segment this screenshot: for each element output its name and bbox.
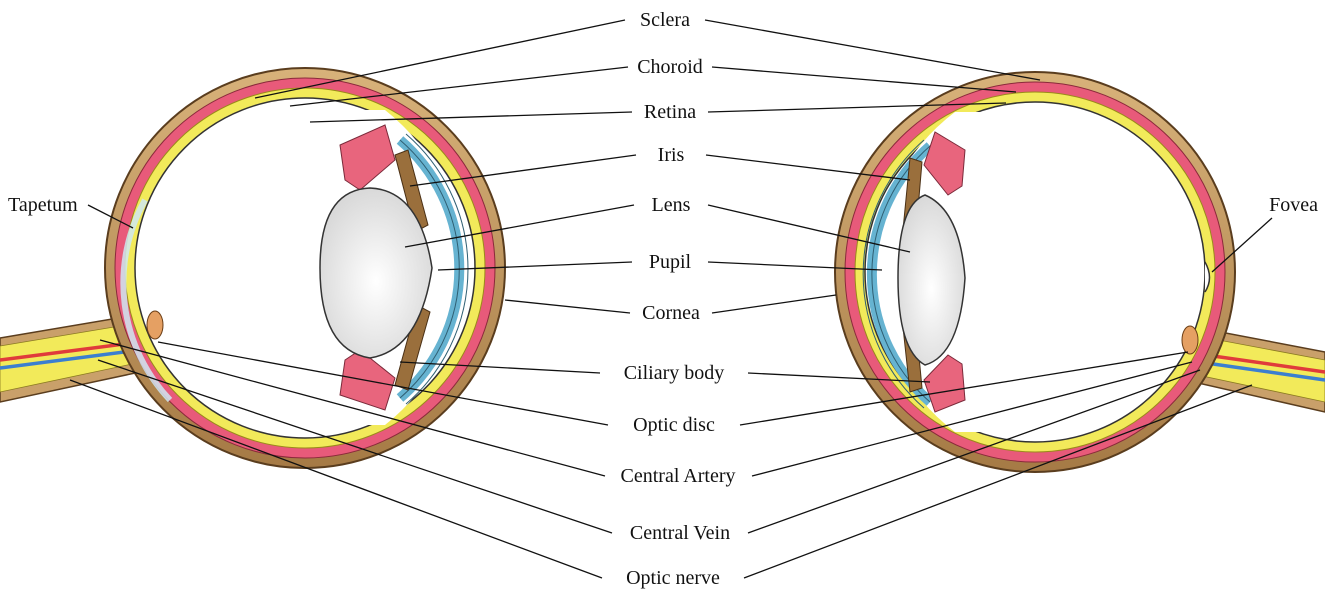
label-tapetum: Tapetum: [8, 194, 78, 216]
label-optic-disc: Optic disc: [633, 414, 715, 436]
label-fovea: Fovea: [1269, 194, 1318, 216]
label-optic-nerve: Optic nerve: [626, 567, 720, 589]
right-optic-disc: [1182, 326, 1198, 354]
label-cornea: Cornea: [642, 302, 700, 324]
label-central-vein: Central Vein: [630, 522, 730, 544]
left-optic-disc: [147, 311, 163, 339]
label-sclera: Sclera: [640, 9, 690, 31]
left-eye: [0, 68, 505, 468]
label-retina: Retina: [644, 101, 696, 123]
label-lens: Lens: [652, 194, 691, 216]
right-eye: [835, 72, 1325, 472]
label-pupil: Pupil: [649, 251, 692, 273]
label-iris: Iris: [658, 144, 685, 166]
label-ciliary-body: Ciliary body: [624, 362, 725, 384]
label-central-artery: Central Artery: [621, 465, 736, 487]
label-choroid: Choroid: [637, 56, 703, 78]
